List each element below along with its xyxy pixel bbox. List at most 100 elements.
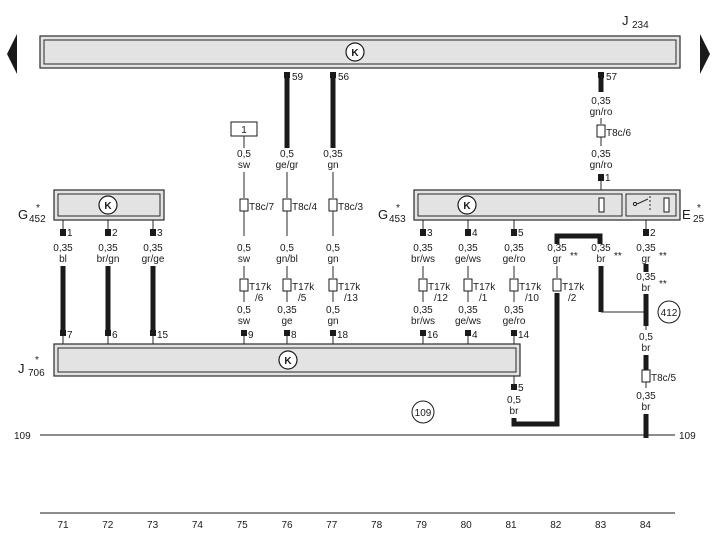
wire-col-79: 3 0,35 br/ws T17k /12 0,35 br/ws 16 bbox=[411, 220, 451, 344]
connector-icon bbox=[463, 278, 473, 292]
svg-text:br: br bbox=[642, 343, 652, 354]
column-number: 78 bbox=[371, 520, 383, 531]
svg-text:br/ws: br/ws bbox=[411, 254, 435, 265]
svg-text:9: 9 bbox=[248, 330, 254, 341]
svg-text:1: 1 bbox=[67, 228, 73, 239]
connector-icon bbox=[641, 369, 651, 383]
svg-text:56: 56 bbox=[338, 72, 350, 83]
svg-text:0,35: 0,35 bbox=[458, 243, 478, 254]
connector-icon bbox=[239, 198, 249, 212]
svg-text:0,5: 0,5 bbox=[326, 305, 340, 316]
svg-text:0,35: 0,35 bbox=[591, 149, 611, 160]
svg-text:**: ** bbox=[614, 251, 622, 262]
wire-col-75: 0,5 sw T8c/7 0,5 sw T17k /6 0,5 sw 9 bbox=[237, 136, 274, 344]
g453-sensor: K bbox=[413, 189, 681, 221]
svg-text:0,35: 0,35 bbox=[413, 243, 433, 254]
next-page-arrow[interactable] bbox=[700, 34, 710, 74]
svg-text:1: 1 bbox=[605, 173, 611, 184]
svg-text:J: J bbox=[18, 361, 25, 376]
connector-icon bbox=[282, 278, 292, 292]
wire-col-81: 5 0,35 ge/ro T17k /10 0,35 ge/ro 14 5 0,… bbox=[503, 220, 542, 417]
column-number: 75 bbox=[237, 520, 249, 531]
wire-col-77: 0,35 gn T8c/3 0,5 gn T17k /13 0,5 gn 18 bbox=[323, 78, 363, 344]
svg-text:0,5: 0,5 bbox=[237, 243, 251, 254]
wire-col-73: 3 0,35 gr/ge 15 bbox=[142, 220, 169, 344]
svg-text:*: * bbox=[396, 203, 400, 214]
svg-text:0,35: 0,35 bbox=[413, 305, 433, 316]
column-number: 80 bbox=[461, 520, 473, 531]
svg-text:0,35: 0,35 bbox=[636, 272, 656, 283]
svg-text:5: 5 bbox=[518, 228, 524, 239]
svg-text:0,35: 0,35 bbox=[53, 243, 73, 254]
e25-label: E 25 * bbox=[682, 203, 705, 225]
column-number: 76 bbox=[281, 520, 293, 531]
connector-icon bbox=[239, 278, 249, 292]
svg-text:453: 453 bbox=[389, 214, 406, 225]
svg-text:452: 452 bbox=[29, 214, 46, 225]
svg-text:0,5: 0,5 bbox=[280, 149, 294, 160]
svg-text:/2: /2 bbox=[568, 293, 577, 304]
svg-text:*: * bbox=[697, 203, 701, 214]
wire-col-76: 0,5 ge/gr T8c/4 0,5 gn/bl T17k /5 0,35 g… bbox=[276, 78, 317, 344]
k-symbol-icon bbox=[457, 195, 477, 215]
svg-text:T8c/6: T8c/6 bbox=[606, 128, 631, 139]
svg-text:gn/bl: gn/bl bbox=[276, 254, 298, 265]
svg-text:0,35: 0,35 bbox=[323, 149, 343, 160]
svg-text:8: 8 bbox=[291, 330, 297, 341]
svg-text:1: 1 bbox=[241, 125, 247, 136]
svg-text:0,35: 0,35 bbox=[277, 305, 297, 316]
svg-text:J: J bbox=[622, 13, 629, 28]
ground-line-109: 109 109 bbox=[14, 431, 696, 442]
svg-text:ge/gr: ge/gr bbox=[276, 160, 299, 171]
svg-text:ge/ro: ge/ro bbox=[503, 316, 526, 327]
svg-text:6: 6 bbox=[112, 330, 118, 341]
svg-text:0,5: 0,5 bbox=[237, 149, 251, 160]
svg-text:K: K bbox=[284, 356, 292, 367]
svg-text:ge/ws: ge/ws bbox=[455, 316, 481, 327]
svg-text:234: 234 bbox=[632, 20, 649, 31]
column-number: 74 bbox=[192, 520, 204, 531]
svg-text:T17k: T17k bbox=[519, 282, 542, 293]
reference-circle-109[interactable]: 109 bbox=[411, 400, 435, 424]
j234-label: J 234 bbox=[622, 13, 649, 31]
svg-text:59: 59 bbox=[292, 72, 304, 83]
wire-col-80: 4 0,35 ge/ws T17k /1 0,35 ge/ws 4 bbox=[455, 220, 496, 344]
svg-text:br/gn: br/gn bbox=[97, 254, 120, 265]
svg-text:G: G bbox=[378, 207, 388, 222]
svg-text:*: * bbox=[35, 355, 39, 366]
svg-text:7: 7 bbox=[67, 330, 73, 341]
connector-icon bbox=[596, 124, 606, 138]
svg-text:0,5: 0,5 bbox=[237, 305, 251, 316]
reference-circle-412[interactable]: 412 bbox=[657, 300, 681, 324]
svg-text:0,35: 0,35 bbox=[547, 243, 567, 254]
column-number: 73 bbox=[147, 520, 159, 531]
connector-icon bbox=[328, 278, 338, 292]
j706-label: J 706 * bbox=[18, 355, 45, 379]
connector-icon bbox=[418, 278, 428, 292]
svg-text:T8c/3: T8c/3 bbox=[338, 202, 363, 213]
column-number: 72 bbox=[102, 520, 114, 531]
svg-text:4: 4 bbox=[472, 228, 478, 239]
svg-text:K: K bbox=[463, 201, 471, 212]
g452-sensor: K bbox=[53, 189, 165, 221]
prev-page-arrow[interactable] bbox=[7, 34, 17, 74]
svg-text:109: 109 bbox=[14, 431, 31, 442]
svg-text:gr: gr bbox=[553, 254, 563, 265]
svg-text:sw: sw bbox=[238, 160, 251, 171]
svg-text:14: 14 bbox=[518, 330, 530, 341]
column-number: 81 bbox=[505, 520, 517, 531]
svg-text:**: ** bbox=[570, 251, 578, 262]
svg-text:3: 3 bbox=[157, 228, 163, 239]
svg-text:**: ** bbox=[659, 251, 667, 262]
svg-text:gn/ro: gn/ro bbox=[590, 107, 613, 118]
svg-text:**: ** bbox=[659, 279, 667, 290]
j234-pins: 59 56 57 bbox=[284, 72, 618, 83]
svg-text:T17k: T17k bbox=[338, 282, 361, 293]
svg-text:G: G bbox=[18, 207, 28, 222]
svg-text:*: * bbox=[36, 203, 40, 214]
svg-text:T17k: T17k bbox=[292, 282, 315, 293]
svg-text:E: E bbox=[682, 207, 691, 222]
svg-text:109: 109 bbox=[679, 431, 696, 442]
